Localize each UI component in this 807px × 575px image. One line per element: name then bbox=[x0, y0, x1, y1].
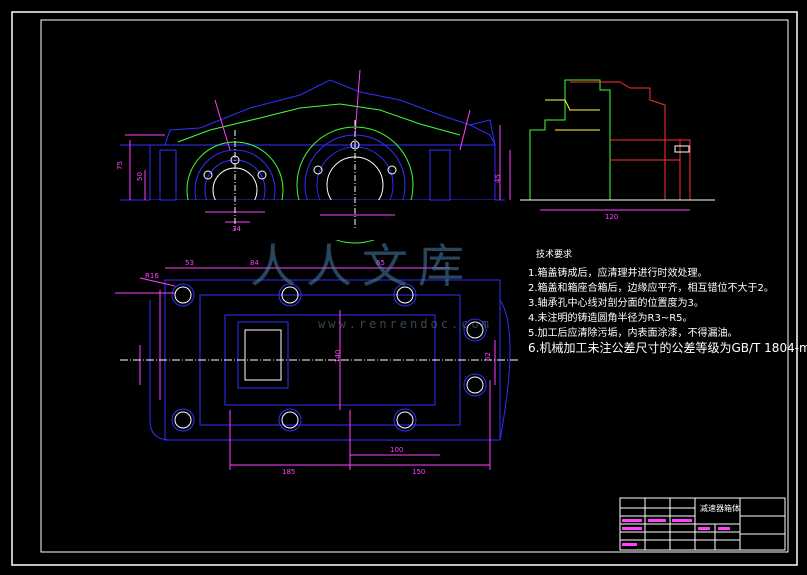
inspection-window bbox=[244, 329, 282, 381]
side-view bbox=[520, 79, 715, 211]
dim-label-50: 50 bbox=[136, 172, 144, 181]
note-3: 3.轴承孔中心线对剖分面的位置度为3。 bbox=[528, 298, 704, 309]
dim-label-100: 100 bbox=[390, 446, 403, 454]
dim-label-45: 45 bbox=[494, 174, 502, 183]
inner-profile bbox=[177, 103, 461, 143]
dim-label-62: 62 bbox=[484, 352, 492, 361]
note-1: 1.箱盖铸成后，应清理并进行时效处理。 bbox=[528, 268, 708, 279]
title-block-fill bbox=[622, 519, 730, 546]
front-base bbox=[149, 144, 496, 201]
note-6: 6.机械加工未注公差尺寸的公差等级为GB/T 1804-m bbox=[528, 341, 807, 355]
dim-label-84: 84 bbox=[250, 259, 259, 267]
plan-view bbox=[115, 267, 520, 470]
outer-frame bbox=[11, 11, 798, 566]
notes-title: 技术要求 bbox=[536, 250, 573, 260]
technical-requirements: 技术要求 1.箱盖铸成后，应清理并进行时效处理。 2.箱盖和箱座合箱后，边缘应平… bbox=[528, 247, 807, 356]
dim-label-r16: R16 bbox=[145, 272, 159, 280]
watermark: 人人文库 bbox=[250, 239, 474, 293]
dim-label-75: 75 bbox=[116, 161, 124, 170]
side-red-profile bbox=[570, 81, 691, 201]
dim-label-53: 53 bbox=[185, 259, 194, 267]
note-2: 2.箱盖和箱座合箱后，边缘应平齐，相互错位不大于2。 bbox=[528, 283, 774, 294]
dim-label-120: 120 bbox=[605, 213, 618, 221]
dim-label-150: 150 bbox=[412, 468, 425, 476]
dim-label-185: 185 bbox=[282, 468, 295, 476]
title-block-name: 减速器箱体 bbox=[700, 504, 740, 513]
watermark-url: www.renrendoc.com bbox=[318, 317, 492, 331]
title-block bbox=[619, 497, 786, 551]
dim-label-140: 140 bbox=[334, 350, 342, 363]
note-5: 5.加工后应清除污垢，内表面涂漆，不得漏油。 bbox=[528, 328, 738, 339]
cover-profile bbox=[164, 79, 496, 146]
dim-label-65: 65 bbox=[376, 259, 385, 267]
dim-label-34: 34 bbox=[232, 225, 241, 233]
front-view bbox=[120, 69, 511, 244]
side-green-profile bbox=[529, 79, 611, 200]
note-4: 4.未注明的铸造圆角半径为R3~R5。 bbox=[528, 313, 693, 324]
inner-frame bbox=[40, 19, 789, 553]
